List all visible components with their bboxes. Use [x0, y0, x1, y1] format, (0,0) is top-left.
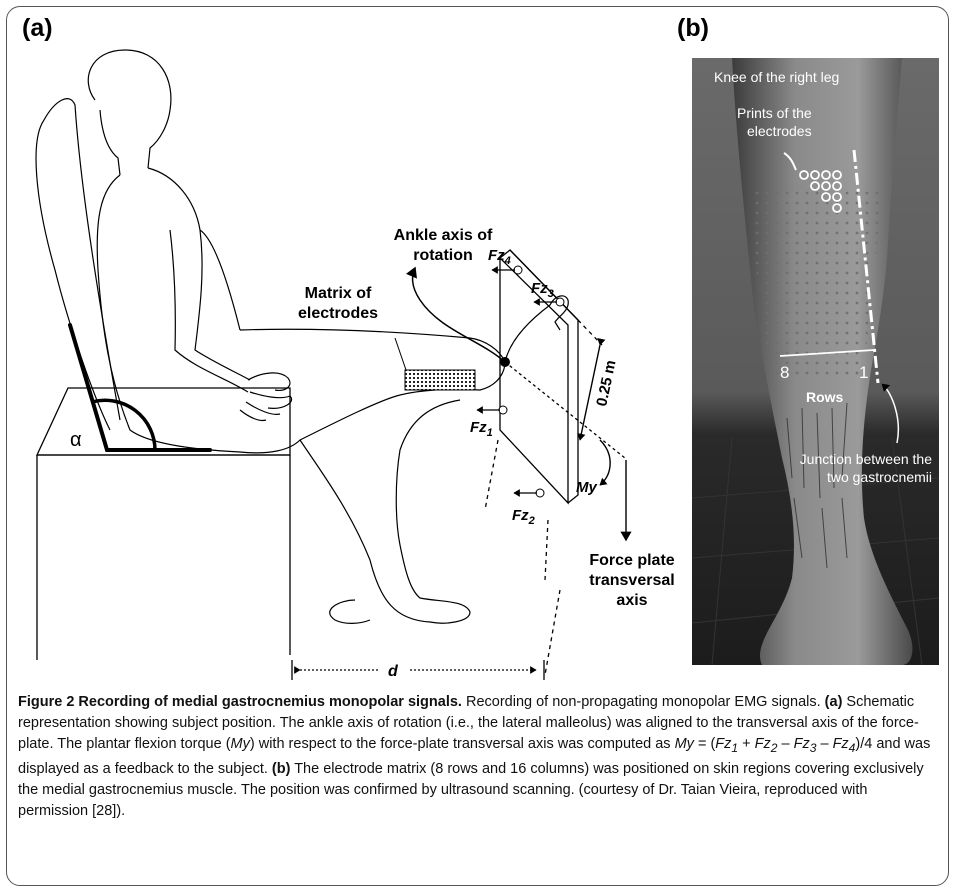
- fz1-sub: 1: [487, 427, 493, 439]
- caption-title: Figure 2 Recording of medial gastrocnemi…: [18, 694, 462, 710]
- caption-text: ) with respect to the force-plate transv…: [250, 736, 675, 752]
- leg-photograph: Knee of the right leg Prints of the elec…: [692, 58, 939, 665]
- junction-label-1: Junction between the: [800, 451, 933, 467]
- caption-text: +: [738, 736, 755, 752]
- fz-arrows: [477, 270, 557, 493]
- force-plate-label-3: axis: [616, 592, 647, 609]
- subject-position-schematic: α: [18, 40, 678, 680]
- rows-label: Rows: [806, 389, 844, 405]
- ankle-axis-label-1: Ankle axis of: [394, 227, 493, 244]
- d-dimension: [292, 660, 544, 680]
- caption-fz: Fz: [755, 736, 771, 752]
- force-plate-label-1: Force plate: [589, 552, 674, 569]
- matrix-label-1: Matrix of: [305, 285, 372, 302]
- figure-caption: Figure 2 Recording of medial gastrocnemi…: [18, 692, 938, 822]
- fz4-sub: 4: [504, 255, 511, 267]
- chair-cushion: [36, 99, 120, 430]
- panel-b-label: (b): [677, 14, 709, 43]
- fz3-sub: 3: [548, 288, 554, 300]
- force-plate-label-2: transversal: [589, 572, 674, 589]
- ankle-axis-leader: [413, 268, 505, 362]
- caption-my: My: [231, 736, 250, 752]
- caption-text: –: [816, 736, 832, 752]
- distance-label: 0.25 m: [593, 359, 619, 408]
- row-8-label: 8: [780, 363, 789, 382]
- d-label: d: [388, 663, 399, 680]
- caption-panel-b-ref: (b): [272, 761, 291, 777]
- caption-fz: Fz: [794, 736, 810, 752]
- row-1-label: 1: [859, 363, 868, 382]
- svg-text:Fz1: Fz1: [470, 419, 493, 439]
- fz4-label: Fz: [488, 247, 505, 264]
- fz1-label: Fz: [470, 419, 487, 436]
- caption-my: My: [675, 736, 694, 752]
- torque-arc: [600, 440, 610, 485]
- fz2-sub: 2: [528, 515, 535, 527]
- matrix-label-2: electrodes: [298, 305, 378, 322]
- force-sensors: [499, 266, 564, 497]
- electrode-print-grid: [752, 188, 882, 378]
- caption-text: = (: [694, 736, 715, 752]
- knee-label: Knee of the right leg: [714, 69, 839, 85]
- fz2-label: Fz: [512, 507, 529, 524]
- electrode-matrix-patch: [405, 370, 475, 390]
- caption-fz: Fz: [715, 736, 731, 752]
- panel-a-label: (a): [22, 14, 53, 43]
- fz3-label: Fz: [531, 280, 548, 297]
- torque-label: My: [576, 479, 597, 496]
- caption-text: Recording of non-propagating monopolar E…: [462, 694, 825, 710]
- subject-body: [88, 50, 568, 623]
- svg-text:Fz3: Fz3: [531, 280, 554, 300]
- prints-label-2: electrodes: [747, 123, 812, 139]
- matrix-leader-line: [395, 338, 406, 370]
- caption-fz: Fz: [833, 736, 849, 752]
- caption-text: –: [777, 736, 793, 752]
- caption-panel-a-ref: (a): [825, 694, 843, 710]
- alpha-label: α: [70, 429, 82, 451]
- junction-label-2: two gastrocnemii: [827, 469, 932, 485]
- ankle-axis-label-2: rotation: [413, 247, 473, 264]
- prints-label-1: Prints of the: [737, 105, 812, 121]
- svg-text:Fz2: Fz2: [512, 507, 535, 527]
